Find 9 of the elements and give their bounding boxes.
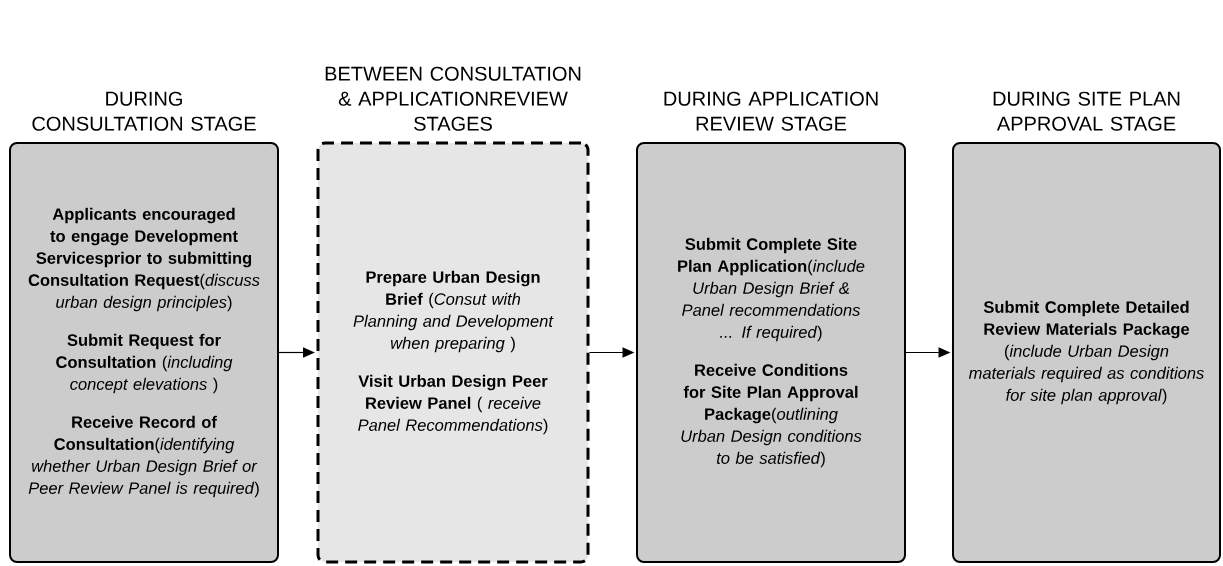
stage-box: Applicants encouraged to engage Development Servicesprior to submitting Consultation Request(discuss urban design principles) Submit Request for Consultation (including concept elevations ) Receive Record of Consultation(identifying whether Urban Design Brief or Peer Review Panel is required) (9, 142, 279, 563)
stage-heading: DURING APPLICATION REVIEW STAGE (664, 91, 878, 131)
stage-box: Submit Complete Site Plan Application(include Urban Design Brief & Panel recommendations ... If required) Receive Conditions for Site Plan Approval Package(outlining Urban Design conditions to be satisfied) (636, 142, 906, 563)
stage-heading: DURING CONSULTATION STAGE (32, 91, 256, 131)
stage-box: Prepare Urban Design Brief (Consut with Planning and Development when preparing ) Visit Urban Design Peer Review Panel ( receive Panel Recommendations) (316, 141, 590, 564)
stage-box: Submit Complete Detailed Review Materials Package (include Urban Design materials required as conditions for site plan approval) (952, 142, 1221, 563)
arrow (278, 347, 315, 358)
stage-heading: DURING SITE PLAN APPROVAL STAGE (993, 91, 1180, 131)
stage-heading: BETWEEN CONSULTATION & APPLICATIONREVIEW STAGES (325, 66, 581, 131)
